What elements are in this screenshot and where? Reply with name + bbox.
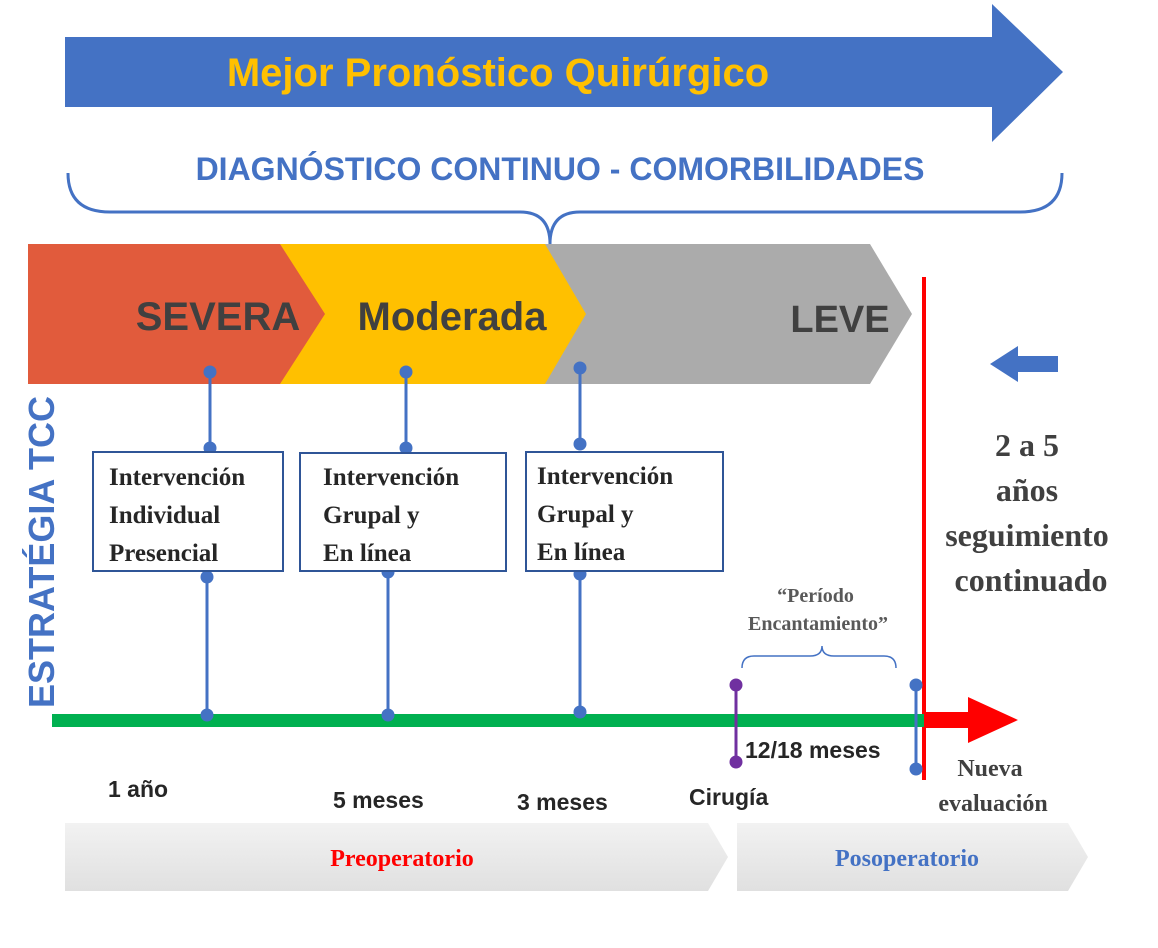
strategy-side-label: ESTRATÉGIA TCC [21, 396, 62, 708]
connector-dot [381, 708, 395, 722]
new-evaluation-line: evaluación [938, 791, 1047, 817]
phase-postop-band [737, 823, 1088, 891]
intervention-line: En línea [537, 539, 626, 566]
connector-dot [399, 365, 413, 379]
severity-moderate-band [280, 244, 586, 384]
timeline-bar [52, 714, 926, 727]
intervention-box-2-text: Intervención Grupal y En línea [323, 464, 465, 567]
intervention-line: Intervención [537, 463, 673, 490]
intervention-box-3 [525, 451, 724, 572]
severity-moderate-label: Moderada [358, 295, 548, 339]
intervention-line: Presencial [109, 540, 218, 567]
intervention-line: Intervención [323, 464, 459, 491]
connector-dot [203, 365, 217, 379]
connector-dot [200, 570, 214, 584]
timeline-arrow [924, 697, 1018, 743]
prognosis-arrow [65, 4, 1063, 142]
honeymoon-line: Encantamiento” [748, 613, 888, 635]
intervention-line: Grupal y [323, 502, 420, 529]
surgery-marker-dot [729, 678, 743, 692]
connector-dot [573, 437, 587, 451]
severity-mild-label: LEVE [790, 299, 889, 341]
phase-postop-label: Posoperatorio [835, 846, 979, 872]
intervention-box-1 [92, 451, 284, 572]
severity-severe-label: SEVERA [136, 295, 301, 339]
phase-preop-label: Preoperatorio [330, 846, 474, 872]
timeline-label-1-year: 1 año [108, 776, 168, 802]
timeline-label-surgery: Cirugía [689, 784, 768, 810]
intervention-line: Grupal y [537, 501, 634, 528]
honeymoon-label: “Período Encantamiento” [748, 585, 888, 635]
followup-line: años [996, 472, 1058, 508]
prognosis-title: Mejor Pronóstico Quirúrgico [227, 51, 769, 95]
severity-mild-band [540, 244, 912, 384]
timeline-label-3-months: 3 meses [517, 789, 608, 815]
connector-dot [399, 441, 413, 455]
diagnosis-title: DIAGNÓSTICO CONTINUO - COMORBILIDADES [196, 151, 925, 187]
phase-preop-band [65, 823, 728, 891]
intervention-line: En línea [323, 540, 412, 567]
severity-severe-band [28, 244, 325, 384]
connector-dot [573, 361, 587, 375]
honeymoon-brace [741, 645, 897, 669]
timeline-label-5-months: 5 meses [333, 787, 424, 813]
intervention-box-2 [299, 452, 507, 572]
followup-line: continuado [955, 562, 1108, 598]
connector-dot [909, 762, 923, 776]
followup-text: 2 a 5 años seguimiento continuado [945, 427, 1117, 598]
left-arrow-icon [990, 346, 1058, 382]
connector-dot [573, 705, 587, 719]
new-evaluation-label: Nueva evaluación [938, 756, 1047, 817]
connector-dot [909, 678, 923, 692]
followup-line: seguimiento [945, 517, 1109, 553]
intervention-box-1-text: Intervención Individual Presencial [109, 464, 251, 567]
intervention-line: Intervención [109, 464, 245, 491]
new-evaluation-line: Nueva [957, 756, 1022, 782]
intervention-box-3-text: Intervención Grupal y En línea [537, 463, 679, 566]
honeymoon-line: “Período [777, 585, 854, 607]
connector-dot [200, 708, 214, 722]
timeline-label-post-duration: 12/18 meses [745, 737, 881, 763]
intervention-line: Individual [109, 502, 220, 529]
surgery-marker-dot [729, 755, 743, 769]
followup-line: 2 a 5 [995, 427, 1059, 463]
